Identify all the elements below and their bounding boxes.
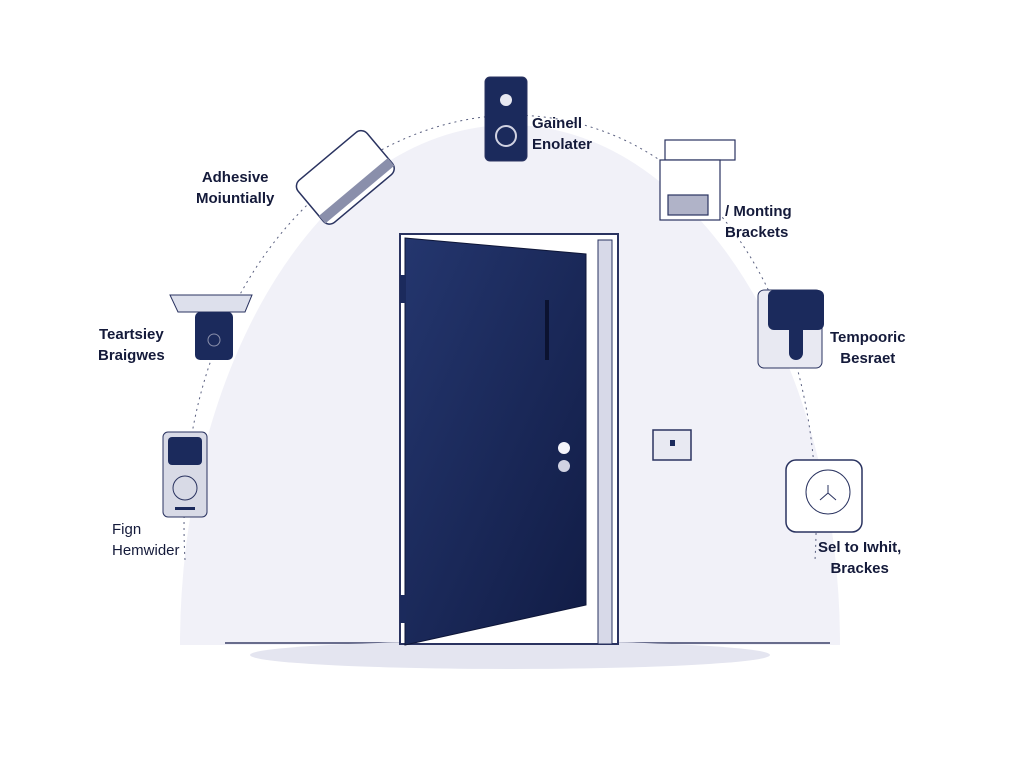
label-line: Sel to Iwhit, — [818, 539, 902, 556]
label-line: Moiuntially — [196, 190, 275, 207]
chime-button-icon — [785, 459, 863, 533]
label-line: Teartsiey — [98, 326, 164, 343]
door-frame — [399, 233, 619, 646]
label-line: Brackes — [830, 560, 889, 577]
adhesive-strip-icon — [295, 129, 395, 225]
video-doorbell-icon — [484, 76, 528, 162]
door-knob — [558, 442, 570, 454]
label-line: Adhesive — [201, 169, 269, 186]
floor-shadow — [250, 641, 770, 669]
door-slot — [545, 300, 549, 360]
label-line: Enolater — [532, 136, 593, 153]
label-line: Braigwes — [98, 347, 165, 364]
label-line: Fign — [112, 521, 142, 538]
mounting-bracket-icon — [659, 139, 736, 221]
label-line: Brackets — [725, 224, 789, 241]
label-line: Hemwider — [112, 542, 180, 559]
label-line: Tempooric — [830, 329, 906, 346]
label-line: Gainell — [532, 115, 583, 132]
label-line: / Monting — [725, 203, 792, 220]
door — [404, 237, 587, 646]
wall-switch — [652, 429, 692, 461]
label-selto: Sel to Iwhit, Brackes — [818, 537, 901, 579]
temporary-bracket-icon — [757, 289, 824, 369]
label-line: Besraet — [840, 350, 896, 367]
camera-mount-icon — [169, 294, 253, 360]
doorbell-camera-icon — [162, 431, 208, 518]
